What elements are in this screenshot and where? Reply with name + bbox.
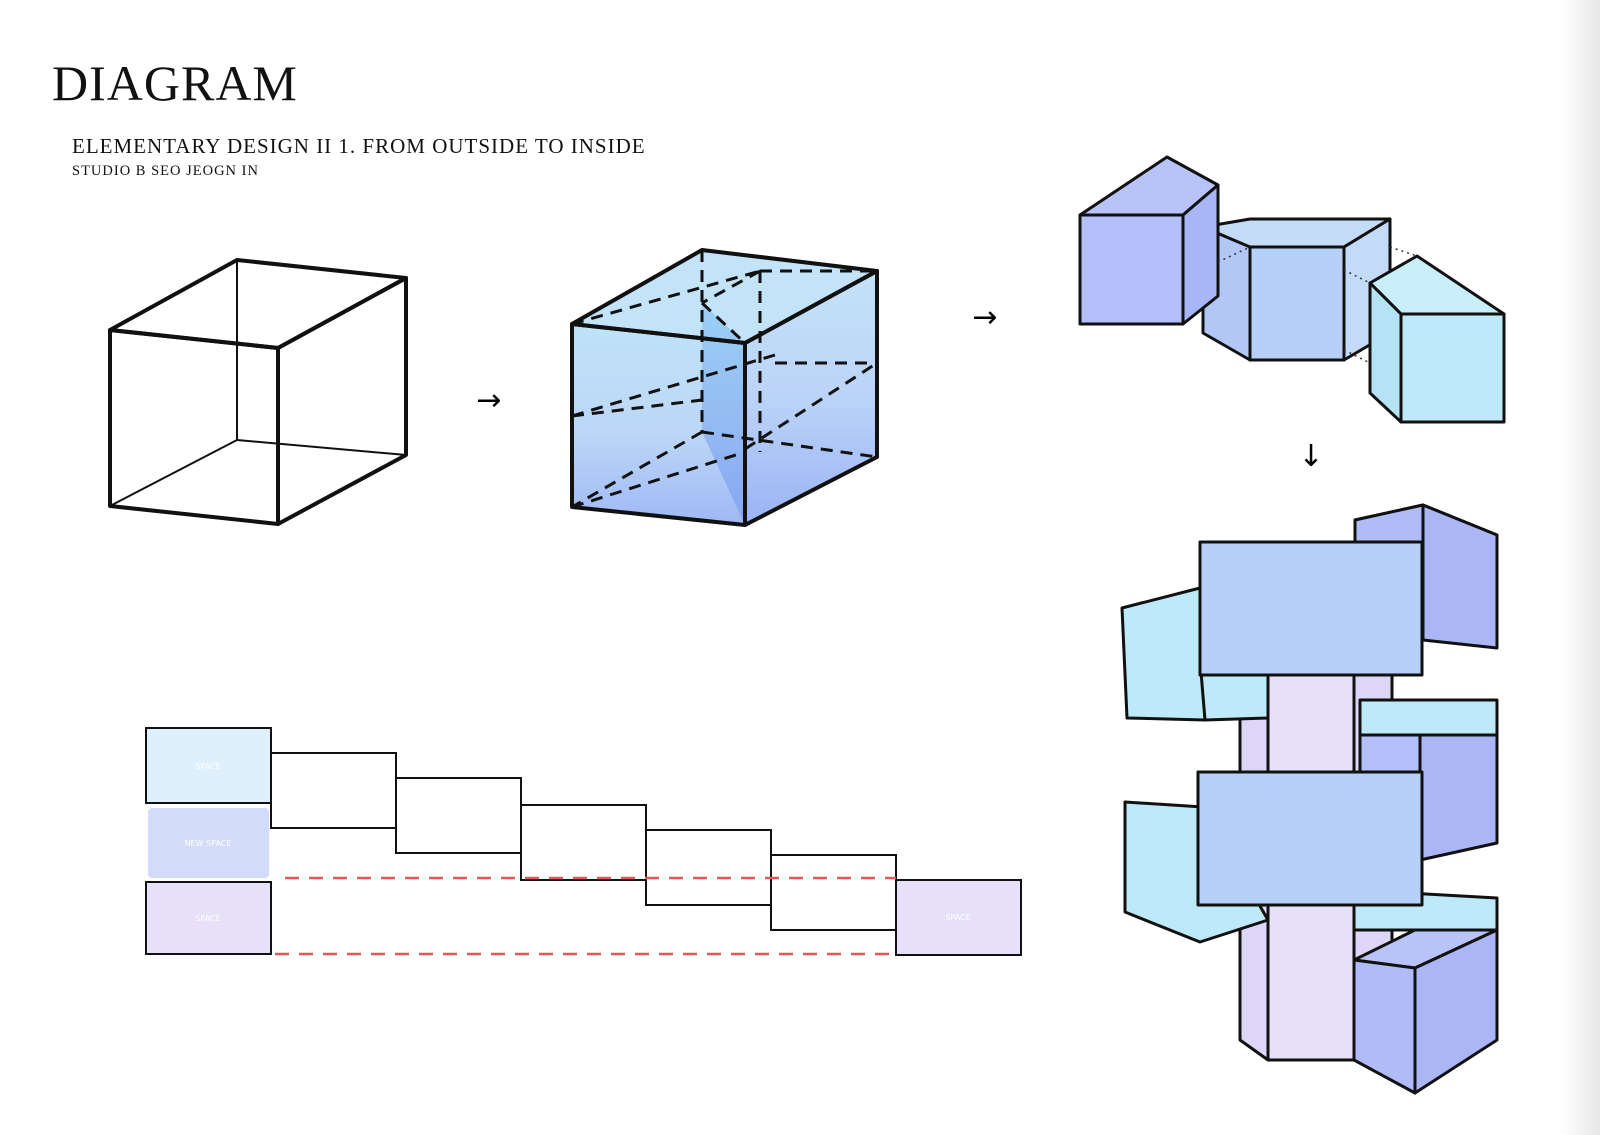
arrow-down-icon: ↓ [1298,439,1323,474]
arrow-right-1-icon: → [476,383,501,418]
space-label-right: SPACE [945,913,970,922]
exploded-cubes [1078,155,1506,424]
arrow-right-2-icon: → [972,300,997,335]
shaded-cube [570,248,879,527]
diagram-subtitle: ELEMENTARY DESIGN II 1. FROM OUTSIDE TO … [72,134,646,158]
wireframe-cube [108,258,408,526]
diagram-title: DIAGRAM [52,55,298,111]
new-space-label: NEW SPACE [185,839,232,848]
space-label-top: SPACE [195,762,220,771]
space-label-bottom: SPACE [195,914,220,923]
diagram-author: STUDIO B SEO JEOGN IN [72,163,259,179]
page-edge-shadow [1560,0,1600,1135]
stepped-blocks: SPACE NEW SPACE SPACE SPACE [145,727,1022,956]
tower-assembly [1120,503,1499,1095]
